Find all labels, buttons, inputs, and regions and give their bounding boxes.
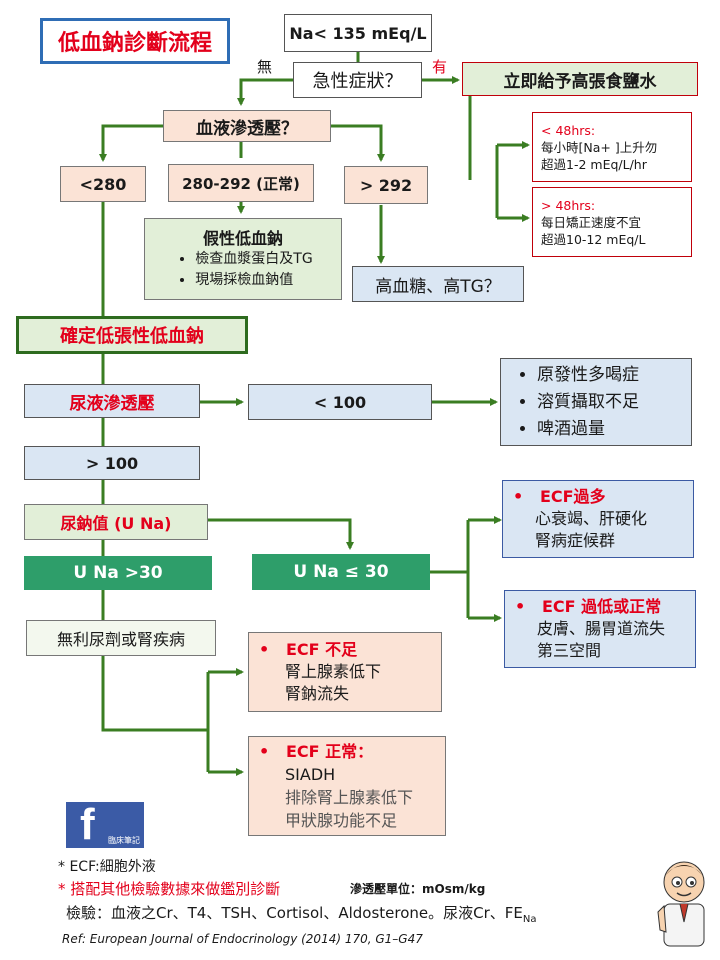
osm-high-node: > 292 — [344, 166, 428, 204]
confirm-hypotonic-text: 確定低張性低血鈉 — [60, 326, 204, 347]
label-yes: 有 — [432, 58, 448, 76]
ecf-normal-line: 排除腎上腺素低下 — [285, 788, 414, 807]
pseudo-title: 假性低血鈉 — [202, 228, 283, 248]
osm-normal-text: 280-292 (正常) — [182, 174, 300, 193]
ecf-normal-head: ECF 正常： — [285, 742, 374, 761]
urine-na-node: 尿鈉值 (U Na) — [24, 504, 208, 540]
uosm-high-text: > 100 — [85, 453, 139, 473]
gt48-line1: 每日矯正速度不宜 — [541, 214, 642, 230]
uosm-low-causes-box: 原發性多喝症 溶質攝取不足 啤酒過量 — [500, 358, 692, 446]
lt48-box: < 48hrs: 每小時[Na+ ]上升勿 超過1-2 mEq/L/hr — [532, 112, 692, 182]
lt48-head: < 48hrs: — [541, 122, 596, 138]
cause-item: 原發性多喝症 — [537, 362, 639, 389]
osm-high-text: > 292 — [359, 175, 413, 195]
serum-osm-question: 血液滲透壓？ — [163, 110, 331, 142]
ecf-low-normal-head-row: • ECF 過低或正常 — [515, 597, 662, 616]
hypertonic-saline-node: 立即給予高張食鹽水 — [462, 62, 698, 96]
pseudo-hyponatremia-box: 假性低血鈉 檢查血漿蛋白及TG 現場採檢血鈉值 — [144, 218, 342, 300]
note-other: * 搭配其他檢驗數據來做鑑別診斷 — [58, 880, 281, 898]
logo-text: 臨床筆記 — [108, 836, 140, 845]
ecf-deficit-head: ECF 不足 — [285, 640, 358, 659]
ecf-deficit-head-row: • ECF 不足 — [259, 640, 358, 659]
hypertonic-saline-text: 立即給予高張食鹽水 — [503, 71, 657, 92]
ecf-low-normal-head: ECF 過低或正常 — [541, 597, 662, 616]
no-diuretic-node: 無利尿劑或腎疾病 — [26, 620, 216, 656]
osm-low-text: <280 — [79, 174, 127, 194]
ecf-deficit-line: 腎上腺素低下 — [285, 662, 382, 681]
gt48-box: > 48hrs: 每日矯正速度不宜 超過10-12 mEq/L — [532, 187, 692, 257]
gt48-line2: 超過10-12 mEq/L — [541, 231, 646, 247]
lt48-line2: 超過1-2 mEq/L/hr — [541, 156, 647, 172]
ecf-low-normal-line: 皮膚、腸胃道流失 — [537, 619, 666, 638]
gt48-head: > 48hrs: — [541, 197, 596, 213]
uosm-high-node: > 100 — [24, 446, 200, 480]
uosm-low-node: < 100 — [248, 384, 432, 420]
osm-low-node: <280 — [60, 166, 146, 202]
urine-na-text: 尿鈉值 (U Na) — [60, 514, 172, 533]
ecf-excess-box: • ECF過多 心衰竭、肝硬化 腎病症候群 — [502, 480, 694, 558]
facebook-f-icon: f — [80, 800, 95, 849]
labs-note-text: 檢驗：血液之Cr、T4、TSH、Cortisol、Aldosterone。尿液C… — [66, 904, 523, 922]
urine-osm-node: 尿液滲透壓 — [24, 384, 200, 418]
lt48-line1: 每小時[Na+ ]上升勿 — [541, 139, 658, 155]
ecf-normal-line: 甲狀腺功能不足 — [285, 811, 398, 830]
doctor-cartoon-icon — [657, 861, 705, 947]
ecf-deficit-line: 腎鈉流失 — [285, 684, 350, 703]
hyperglycemia-node: 高血糖、高TG？ — [352, 266, 524, 302]
pseudo-item: 現場採檢血鈉值 — [195, 270, 312, 291]
label-no: 無 — [257, 58, 273, 76]
reference: Ref: European Journal of Endocrinology (… — [62, 932, 423, 946]
no-diuretic-text: 無利尿劑或腎疾病 — [56, 630, 185, 649]
ecf-excess-head-row: • ECF過多 — [513, 487, 606, 506]
hyperglycemia-text: 高血糖、高TG？ — [375, 276, 501, 297]
una-low-node: U Na ≤ 30 — [252, 554, 430, 590]
ecf-excess-line: 心衰竭、肝硬化 — [535, 509, 648, 528]
confirm-hypotonic-node: 確定低張性低血鈉 — [16, 316, 248, 354]
ecf-low-normal-line: 第三空間 — [537, 641, 602, 660]
una-high-node: U Na >30 — [24, 556, 212, 590]
note-ecf: * ECF:細胞外液 — [58, 859, 156, 875]
ecf-low-normal-box: • ECF 過低或正常 皮膚、腸胃道流失 第三空間 — [504, 590, 696, 668]
ecf-normal-head-row: • ECF 正常： — [259, 742, 374, 761]
page-title: 低血鈉診斷流程 — [40, 18, 230, 64]
ecf-excess-line: 腎病症候群 — [535, 531, 616, 550]
start-node-text: Na< 135 mEq/L — [289, 23, 427, 43]
labs-note: 檢驗：血液之Cr、T4、TSH、Cortisol、Aldosterone。尿液C… — [66, 902, 537, 925]
acute-symptom-question: 急性症狀？ — [293, 62, 422, 98]
ecf-excess-head: ECF過多 — [539, 487, 606, 506]
cause-item: 啤酒過量 — [537, 416, 639, 443]
acute-symptom-question-text: 急性症狀？ — [312, 71, 403, 92]
facebook-logo[interactable]: f 臨床筆記 — [66, 800, 144, 849]
serum-osm-question-text: 血液滲透壓？ — [196, 118, 298, 139]
una-high-text: U Na >30 — [73, 563, 163, 583]
osm-normal-node: 280-292 (正常) — [168, 164, 314, 202]
labs-note-sub: Na — [522, 914, 537, 925]
start-node: Na< 135 mEq/L — [284, 14, 432, 52]
page-title-text: 低血鈉診斷流程 — [57, 31, 212, 56]
pseudo-item: 檢查血漿蛋白及TG — [195, 249, 312, 270]
uosm-low-text: < 100 — [313, 392, 367, 412]
ecf-normal-line: SIADH — [285, 765, 336, 784]
cause-item: 溶質攝取不足 — [537, 389, 639, 416]
ecf-normal-box: • ECF 正常： SIADH 排除腎上腺素低下 甲狀腺功能不足 — [248, 736, 446, 836]
una-low-text: U Na ≤ 30 — [293, 562, 389, 582]
ecf-deficit-box: • ECF 不足 腎上腺素低下 腎鈉流失 — [248, 632, 442, 712]
osm-unit-note: 滲透壓單位：mOsm/kg — [350, 882, 486, 896]
urine-osm-text: 尿液滲透壓 — [69, 393, 155, 414]
